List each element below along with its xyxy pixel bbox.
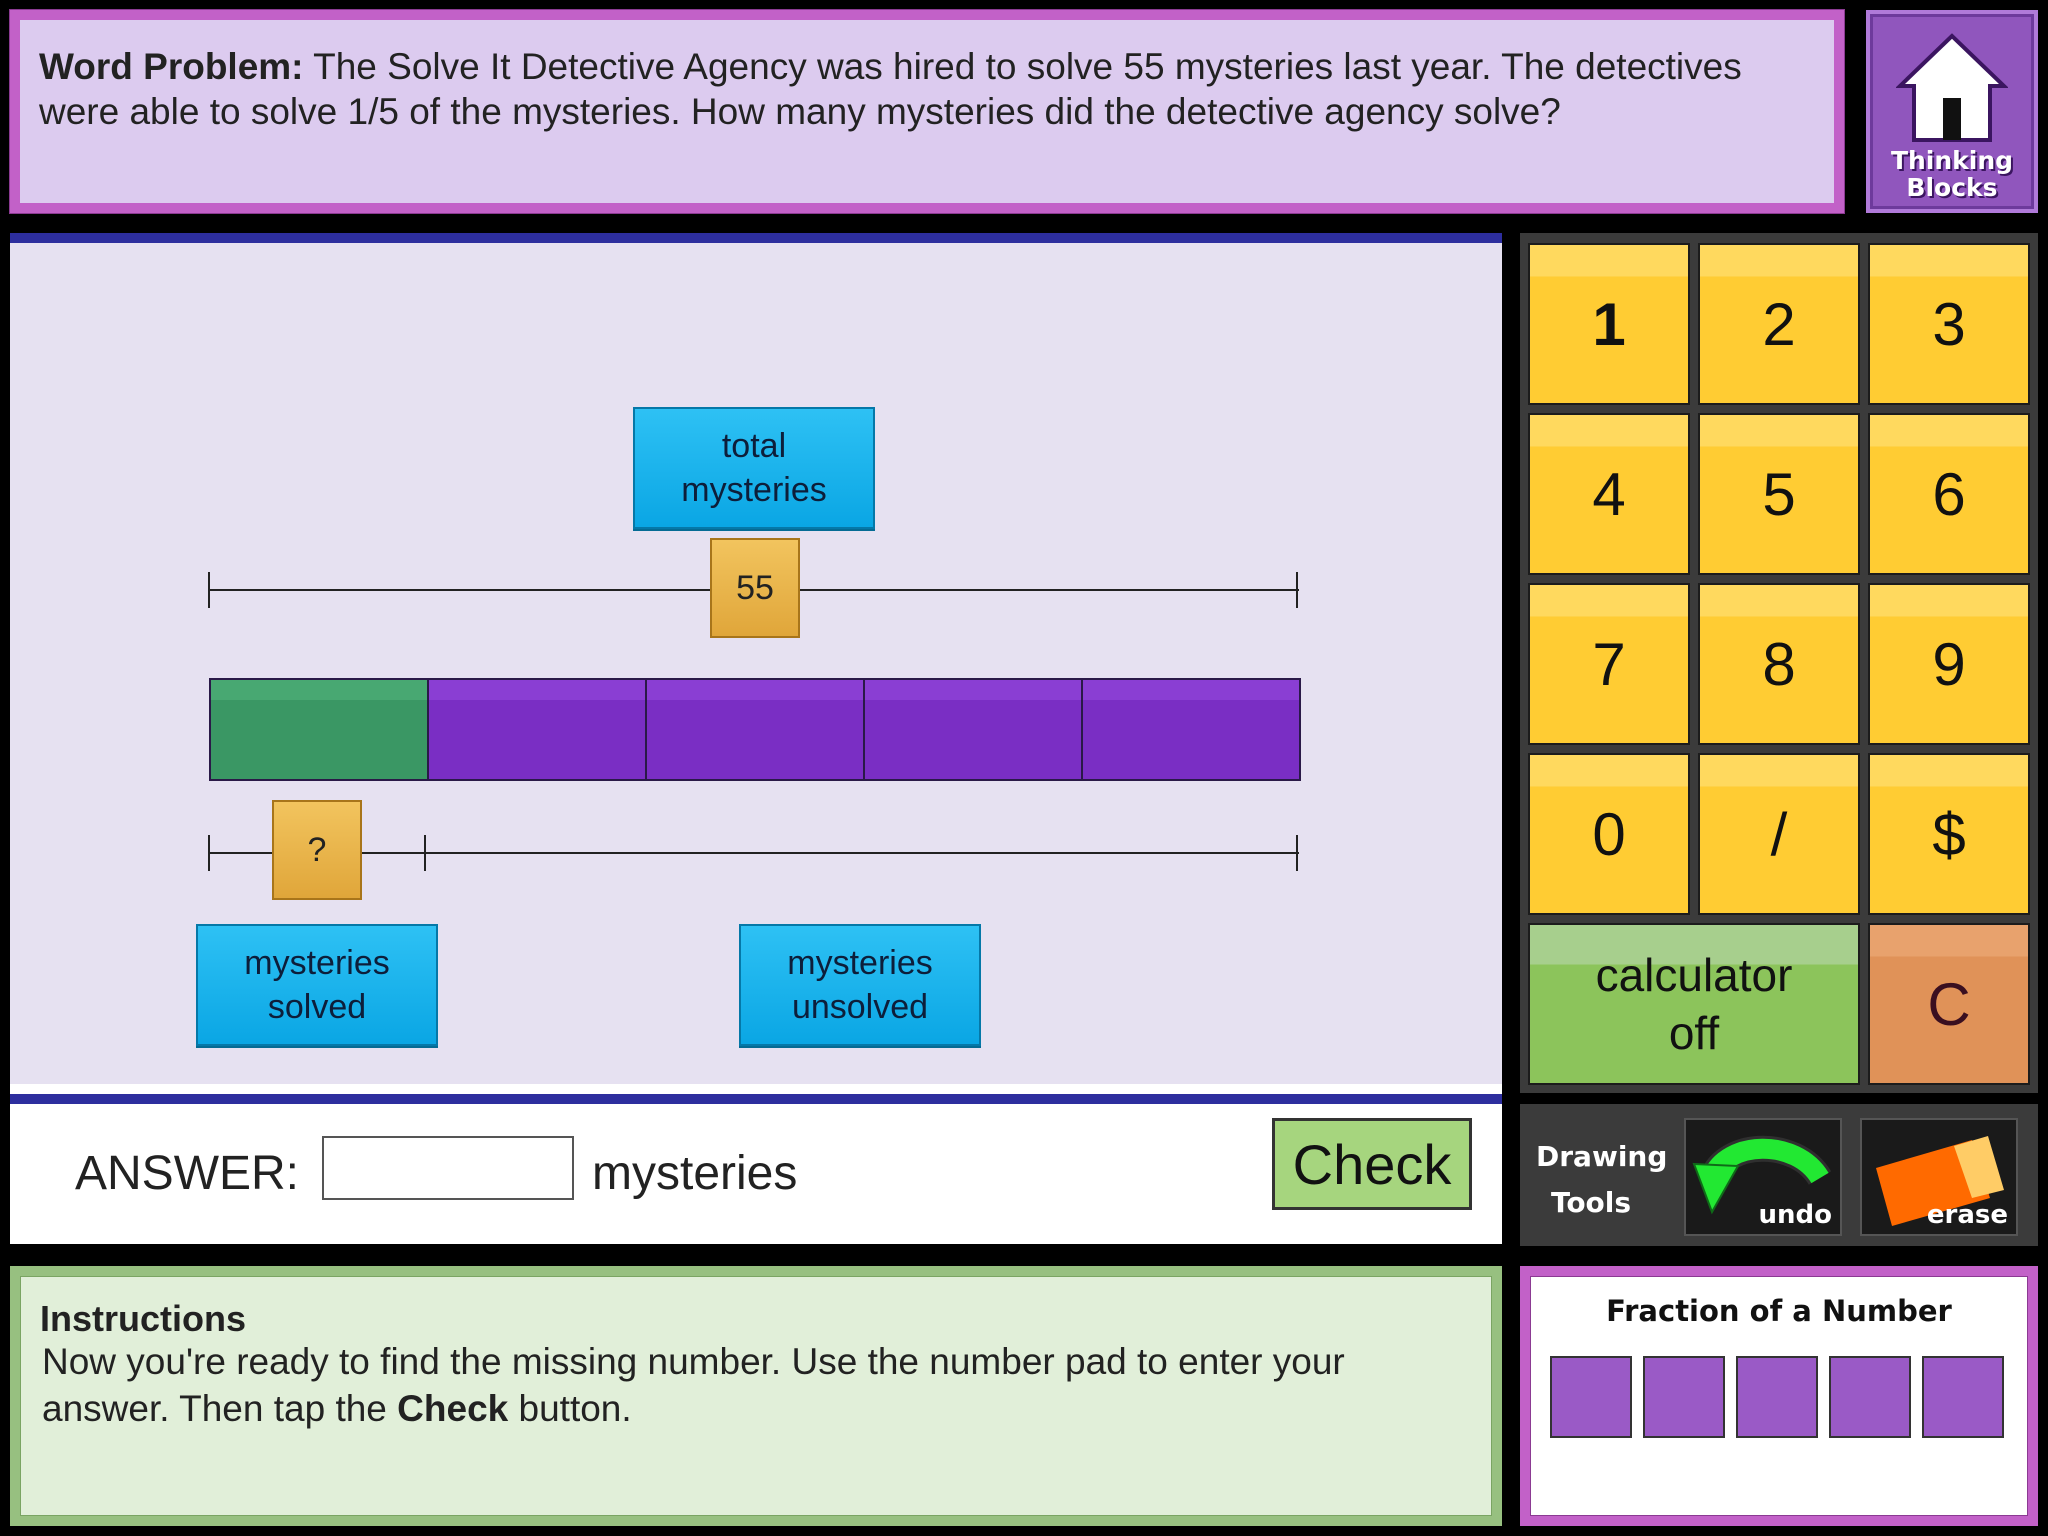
answer-bar: ANSWER: mysteries Check <box>10 1094 1502 1244</box>
instructions-text-part2: button. <box>508 1388 632 1429</box>
part-bracket-mid-tick <box>424 835 426 871</box>
key-slash[interactable]: / <box>1698 753 1860 915</box>
word-problem-panel: Word Problem: The Solve It Detective Age… <box>9 9 1845 214</box>
key-dollar[interactable]: $ <box>1868 753 2030 915</box>
key-7[interactable]: 7 <box>1528 583 1690 745</box>
bar-segment[interactable] <box>645 678 865 781</box>
key-6[interactable]: 6 <box>1868 413 2030 575</box>
topic-panel: Fraction of a Number <box>1520 1266 2038 1526</box>
key-4[interactable]: 4 <box>1528 413 1690 575</box>
part-bracket-right-tick <box>1296 835 1298 871</box>
mysteries-unsolved-label[interactable]: mysteries unsolved <box>739 924 981 1046</box>
home-label-line2: Blocks <box>1906 173 1998 202</box>
total-value-box[interactable]: 55 <box>710 538 800 638</box>
instructions-panel: Instructions Now you're ready to find th… <box>10 1266 1502 1526</box>
total-label-line1: total <box>721 427 787 465</box>
calculator-toggle-button[interactable]: calculator off <box>1528 923 1860 1085</box>
word-problem-text: Word Problem: The Solve It Detective Age… <box>39 44 1814 134</box>
bar-segment[interactable] <box>1081 678 1301 781</box>
eraser-icon <box>1876 1136 2004 1226</box>
clear-button[interactable]: C <box>1868 923 2030 1085</box>
key-1[interactable]: 1 <box>1528 243 1690 405</box>
instructions-text-bold: Check <box>397 1388 509 1429</box>
erase-label: erase <box>1926 1200 2008 1230</box>
drawing-tools-title-line1: Drawing <box>1536 1140 1668 1173</box>
key-9[interactable]: 9 <box>1868 583 2030 745</box>
answer-unit: mysteries <box>592 1147 798 1200</box>
instructions-text: Now you're ready to find the missing num… <box>42 1338 1452 1432</box>
house-icon <box>1896 33 2008 142</box>
key-0[interactable]: 0 <box>1528 753 1690 915</box>
drawing-tools-title-line2: Tools <box>1550 1186 1632 1219</box>
key-8[interactable]: 8 <box>1698 583 1860 745</box>
check-button[interactable]: Check <box>1272 1118 1472 1210</box>
model-workspace[interactable]: total mysteries 55 ? mysteries solved myst… <box>10 233 1502 1088</box>
word-problem-body: The Solve It Detective Agency was hired … <box>39 46 1742 132</box>
calculator-label-line1: calculator <box>1595 949 1793 1001</box>
unsolved-label-line1: mysteries <box>787 944 933 982</box>
total-label-line2: mysteries <box>681 471 827 509</box>
topic-block <box>1829 1356 1911 1438</box>
total-bracket-right-tick <box>1296 572 1298 608</box>
undo-arrow-icon <box>1692 1135 1832 1215</box>
erase-button[interactable]: erase <box>1860 1118 2018 1236</box>
word-problem-heading: Word Problem: <box>39 46 304 87</box>
workspace-bottom-strip <box>10 1084 1502 1094</box>
topic-block <box>1736 1356 1818 1438</box>
topic-title: Fraction of a Number <box>1606 1294 1952 1328</box>
bar-segment-shaded[interactable] <box>209 678 429 781</box>
calculator-label-line2: off <box>1668 1007 1720 1059</box>
solved-label-line1: mysteries <box>244 944 390 982</box>
unknown-value-box[interactable]: ? <box>272 800 362 900</box>
answer-label: ANSWER: <box>75 1147 300 1200</box>
instructions-text-part1: Now you're ready to find the missing num… <box>42 1341 1345 1429</box>
mysteries-solved-label[interactable]: mysteries solved <box>196 924 438 1046</box>
topic-block <box>1922 1356 2004 1438</box>
answer-input[interactable] <box>322 1136 574 1200</box>
key-5[interactable]: 5 <box>1698 413 1860 575</box>
unsolved-label-line2: unsolved <box>791 988 929 1026</box>
total-mysteries-label[interactable]: total mysteries <box>633 407 875 529</box>
instructions-title: Instructions <box>40 1298 247 1339</box>
undo-button[interactable]: undo <box>1684 1118 1842 1236</box>
topic-block <box>1550 1356 1632 1438</box>
undo-label: undo <box>1758 1200 1833 1230</box>
solved-label-line2: solved <box>267 988 367 1026</box>
bar-segment[interactable] <box>863 678 1083 781</box>
key-3[interactable]: 3 <box>1868 243 2030 405</box>
part-bracket-line <box>209 852 1299 854</box>
number-pad: 1 2 3 4 5 6 7 8 9 0 / $ calculator off C <box>1520 233 2038 1093</box>
home-label-line1: Thinking <box>1890 146 2014 175</box>
topic-block <box>1643 1356 1725 1438</box>
bar-segment[interactable] <box>427 678 647 781</box>
key-2[interactable]: 2 <box>1698 243 1860 405</box>
